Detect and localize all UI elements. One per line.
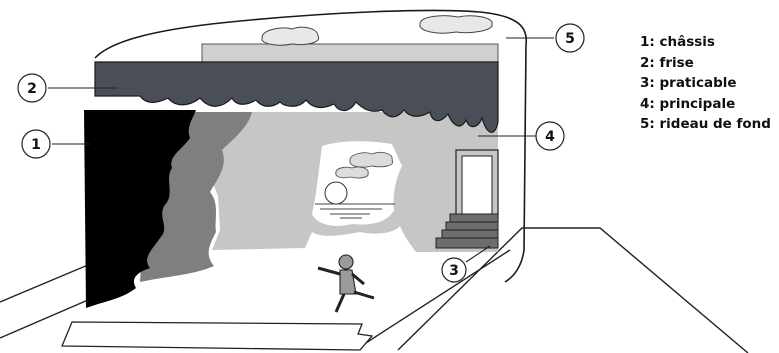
callout-5: 5 [565,31,575,47]
legend-item-praticable: 3: praticable [640,73,779,94]
legend-item-frise: 2: frise [640,53,779,74]
legend: 1: châssis 2: frise 3: praticable 4: pri… [640,32,779,135]
door-unit [456,150,498,220]
dancer-figure [318,255,374,312]
callout-1: 1 [31,137,41,153]
callout-2: 2 [27,81,37,97]
front-mat [62,322,372,350]
legend-item-chassis: 1: châssis [640,32,779,53]
legend-item-rideau-de-fond: 5: rideau de fond [640,114,779,135]
sea-picture [312,141,402,226]
callout-4: 4 [545,129,555,145]
sun-shape [325,182,347,204]
legend-item-principale: 4: principale [640,94,779,115]
callout-3: 3 [449,263,459,279]
ceiling-clouds [262,16,492,46]
